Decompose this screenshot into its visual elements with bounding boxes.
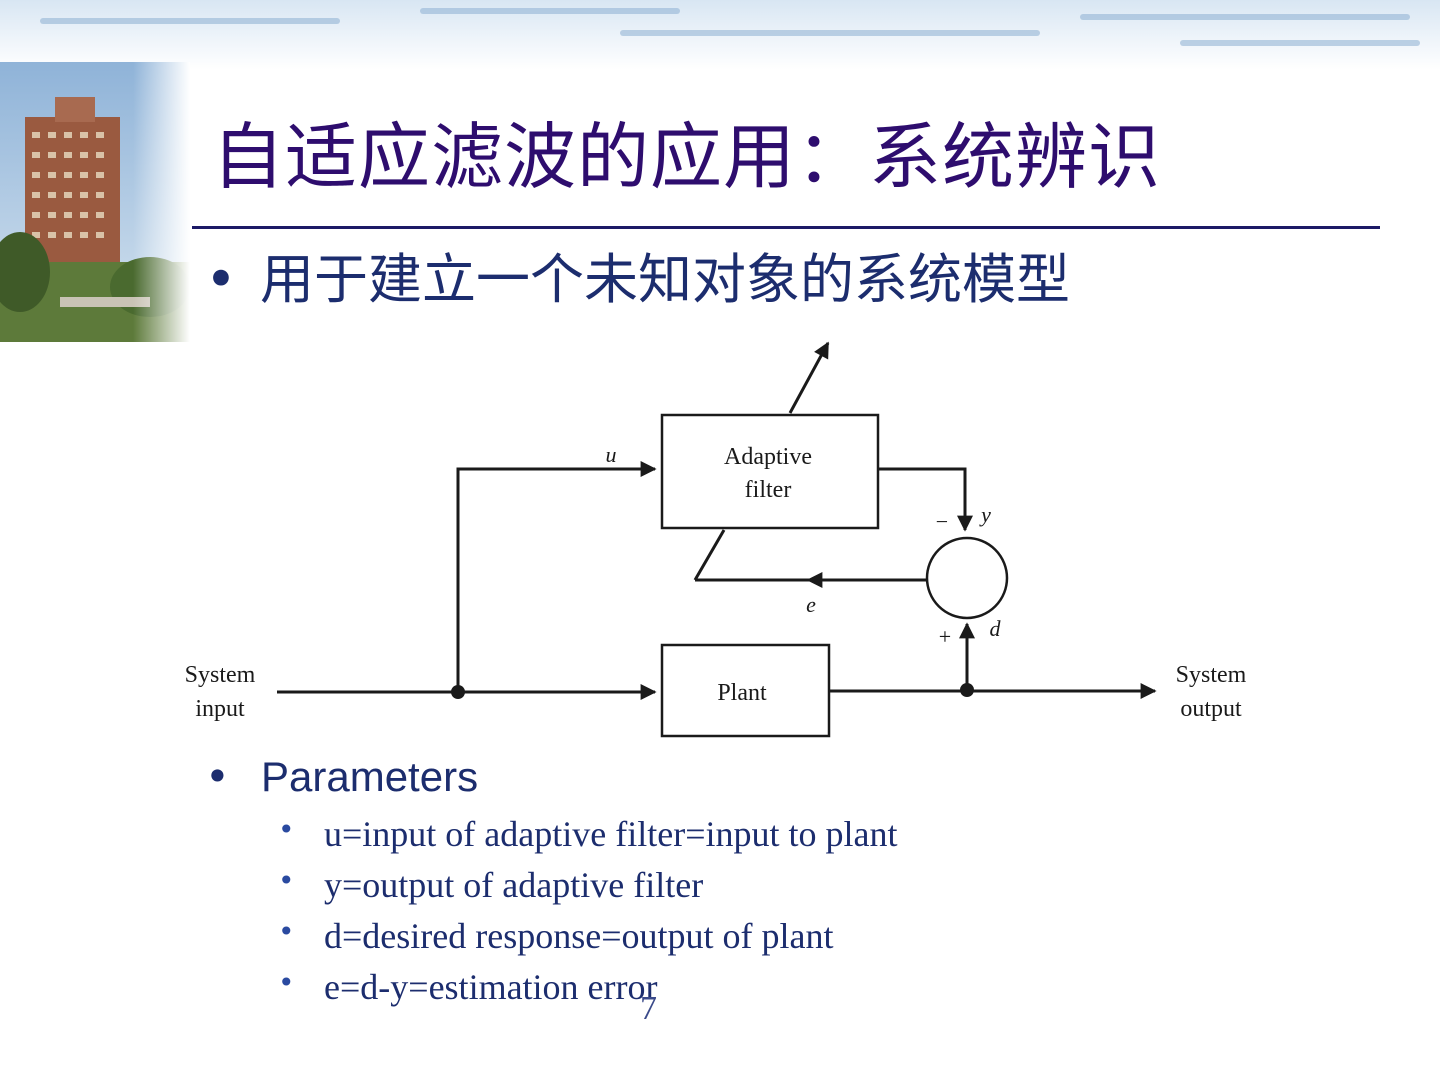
u-branch-line: [456, 461, 657, 692]
parameter-text: e=d-y=estimation error: [324, 967, 658, 1007]
parameters-heading: Parameters: [261, 753, 479, 800]
adaptation-arrow: [788, 341, 830, 414]
output-junction-dot: [960, 683, 974, 697]
system-output-label-2: output: [1180, 696, 1242, 722]
parameter-text: d=desired response=output of plant: [324, 916, 834, 956]
signal-u-label: u: [606, 442, 617, 467]
slide-title: 自适应滤波的应用：系统辨识: [212, 115, 1162, 199]
header-sky-banner: [0, 0, 1440, 70]
bullet-dot: •: [205, 752, 230, 801]
system-identification-diagram: Adaptive filter Plant System input Syste…: [170, 335, 1280, 749]
title-underline: [192, 226, 1380, 229]
sub-bullet-dot: •: [278, 966, 295, 999]
cloud-streak: [420, 8, 680, 14]
system-input-label-2: input: [195, 696, 245, 722]
parameter-text: y=output of adaptive filter: [324, 865, 704, 905]
cloud-streak: [1180, 40, 1420, 46]
bullet-parameters: • Parameters: [205, 751, 478, 803]
bullet-dot: •: [205, 248, 237, 311]
system-input-label-1: System: [185, 662, 256, 688]
plus-sign-label: +: [939, 624, 951, 649]
minus-sign-label: −: [936, 509, 948, 534]
adaptive-filter-label-1: Adaptive: [724, 444, 812, 470]
cloud-streak: [620, 30, 1040, 36]
sub-bullet-dot: •: [278, 813, 295, 846]
y-signal-line: [878, 467, 973, 532]
summing-junction: [925, 536, 1009, 620]
bullet-main: • 用于建立一个未知对象的系统模型: [205, 244, 1070, 316]
signal-e-label: e: [806, 592, 816, 617]
sub-bullet-dot: •: [278, 915, 295, 948]
system-output-label-1: System: [1176, 662, 1247, 688]
plant-label: Plant: [717, 680, 767, 706]
adaptive-filter-block: [660, 413, 880, 530]
parameter-text: u=input of adaptive filter=input to plan…: [324, 814, 898, 854]
cloud-streak: [40, 18, 340, 24]
cloud-streak: [1080, 14, 1410, 20]
bullet-main-text: 用于建立一个未知对象的系统模型: [260, 248, 1070, 311]
campus-building-photo: [0, 62, 190, 342]
signal-d-label: d: [990, 616, 1002, 641]
sub-bullet-dot: •: [278, 864, 295, 897]
page-number: 7: [640, 990, 657, 1027]
adaptive-filter-label-2: filter: [745, 477, 792, 503]
input-junction-dot: [451, 685, 465, 699]
plant-block: [660, 643, 831, 738]
signal-y-label: y: [979, 502, 991, 527]
